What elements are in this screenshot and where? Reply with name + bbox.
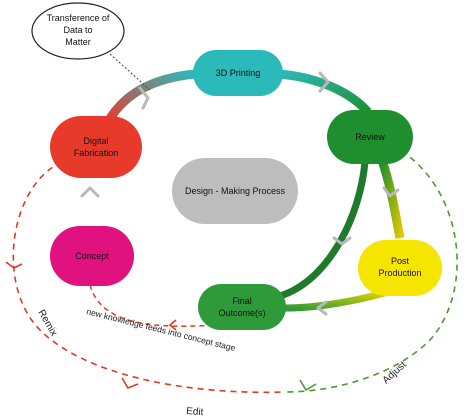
node-final-outcome	[198, 284, 286, 330]
node-post-label-2: Production	[378, 268, 421, 278]
chevron-icon-concept-up	[80, 186, 100, 198]
node-post-label-1: Post	[391, 256, 410, 266]
node-digital-label-1: Digital	[83, 136, 108, 146]
node-digital-label-2: Fabrication	[74, 148, 119, 158]
node-3d-printing-label: 3D Printing	[216, 68, 261, 78]
chevron-icon-review-final	[332, 236, 352, 246]
node-center-process	[172, 158, 298, 224]
adjust-arrow-icon	[299, 379, 317, 392]
arc-printing-to-review	[279, 69, 372, 116]
adjust-label: Adjust	[381, 359, 409, 386]
chevron-icon-review-post	[382, 186, 400, 198]
callout-line2: Data to	[63, 25, 92, 35]
callout-leader	[109, 53, 151, 91]
node-final-label-1: Final	[232, 296, 252, 306]
adjust-loop	[284, 144, 458, 393]
node-center-label: Design - Making Process	[185, 186, 286, 196]
callout-line3: Matter	[65, 37, 91, 47]
remix-label: Remix	[35, 308, 59, 338]
chevron-icon-top-right	[318, 71, 330, 93]
node-3d-printing	[193, 50, 283, 96]
arc-review-to-post	[377, 158, 405, 239]
node-review-label: Review	[355, 132, 385, 142]
node-concept	[50, 226, 134, 286]
arc-digital-to-printing	[104, 69, 196, 125]
node-digital-fabrication	[50, 116, 142, 178]
chevron-icon-post-final	[316, 300, 328, 316]
edit-label: Edit	[186, 406, 204, 418]
arc-post-to-final	[284, 288, 389, 312]
callout-line1: Transference of	[47, 13, 110, 23]
remix-loop	[12, 161, 286, 394]
node-review	[327, 110, 413, 164]
node-post-production	[358, 240, 442, 296]
feed-loop	[89, 284, 216, 327]
edit-arrow-icon	[121, 377, 139, 389]
chevron-icon-top-left	[138, 86, 150, 110]
callout-bubble	[31, 2, 125, 60]
node-concept-label: Concept	[75, 251, 109, 261]
remix-arrow-icon	[5, 261, 23, 269]
node-final-label-2: Outcome(s)	[218, 308, 265, 318]
feed-arrow-icon	[168, 319, 177, 331]
